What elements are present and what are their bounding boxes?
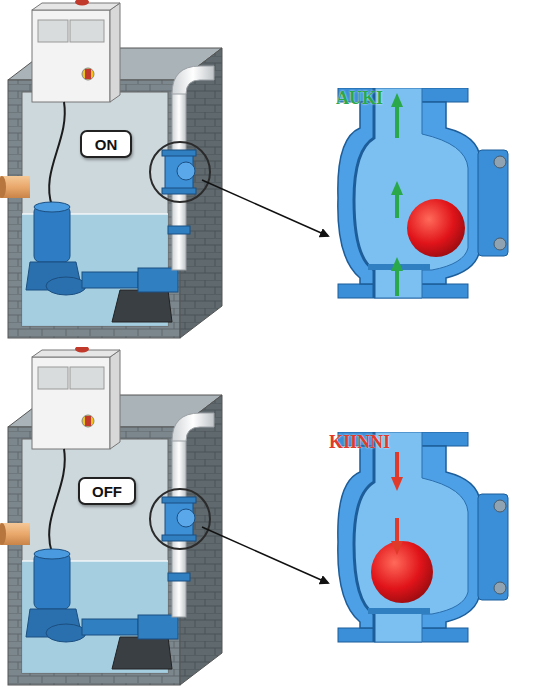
state-label: KIINNI (329, 432, 390, 453)
status-box: ON (80, 130, 132, 158)
status-box: OFF (78, 477, 136, 505)
state-label: AUKI (336, 88, 383, 109)
status-text: OFF (92, 483, 122, 500)
status-text: ON (95, 136, 118, 153)
